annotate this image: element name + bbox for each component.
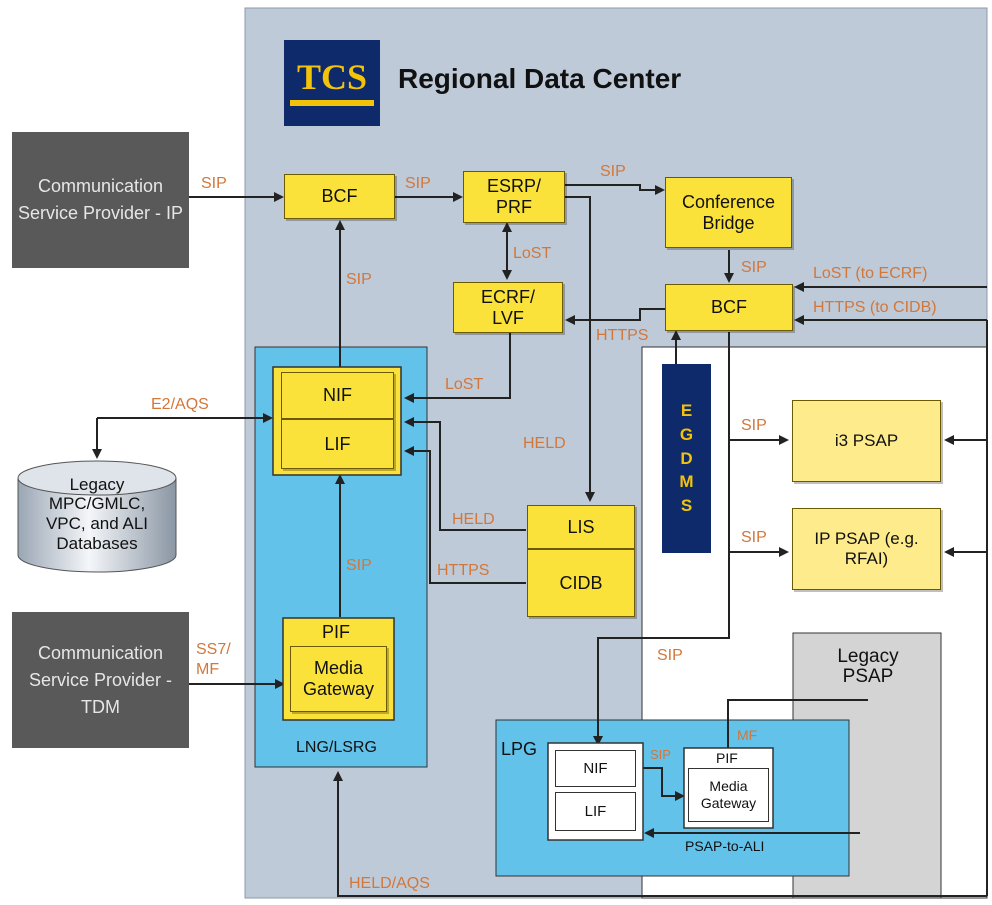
edge-label-sip: SIP: [741, 417, 767, 434]
edge-label-sip: SIP: [741, 259, 767, 276]
egdms-letter: E: [680, 401, 693, 420]
edge-label-lost: LoST: [513, 245, 552, 262]
lng-lsrg-label: LNG/LSRG: [296, 739, 377, 756]
edge-label-sip: SIP: [650, 747, 671, 762]
csp-tdm-box: Communication Service Provider - TDM: [12, 612, 189, 748]
egdms-letter: M: [679, 472, 694, 492]
edge-label-sip: SIP: [346, 271, 372, 288]
pif-label: PIF: [322, 622, 351, 642]
egdms-letter: D: [680, 448, 693, 468]
esrp-prf-box: ESRP/ PRF: [463, 171, 565, 223]
egdms-letter: S: [680, 496, 693, 516]
edge-label-sip: SIP: [201, 175, 227, 192]
bcf-top-box: BCF: [284, 174, 395, 219]
egdms-box: E G D M S: [662, 364, 711, 553]
page-title: Regional Data Center: [398, 63, 682, 94]
conference-bridge-box: Conference Bridge: [665, 177, 792, 248]
egdms-letter: G: [679, 424, 694, 444]
edge-label-sip: SIP: [657, 647, 683, 664]
edge-label-sip: SIP: [405, 175, 431, 192]
edge-label-e2-aqs: E2/AQS: [151, 396, 209, 413]
tcs-logo-text: TCS: [296, 57, 368, 97]
media-gateway-box: Media Gateway: [290, 646, 387, 712]
edge-label-sip: SIP: [741, 529, 767, 546]
legacy-database: Legacy MPC/GMLC, VPC, and ALI Databases: [45, 474, 149, 553]
edge-label-held: HELD: [452, 511, 495, 528]
lif-box: LIF: [281, 419, 394, 469]
edge-label-held: HELD: [523, 435, 566, 452]
legacy-database-cylinder: [17, 460, 177, 573]
edge-label-https: HTTPS: [596, 327, 649, 344]
edge-label-https: HTTPS: [437, 562, 490, 579]
edge-label-lost: LoST: [445, 376, 484, 393]
edge-label-sip: SIP: [600, 163, 626, 180]
edge-label-mf: MF: [737, 727, 758, 743]
bcf-mid-box: BCF: [665, 284, 793, 331]
psap-to-ali-label: PSAP-to-ALI: [685, 838, 765, 854]
lpg-lif-box: LIF: [555, 792, 636, 831]
tcs-logo: TCS: [284, 40, 380, 126]
edge-label-lost-to-ecrf: LoST (to ECRF): [813, 265, 928, 282]
edge-label-sip: SIP: [346, 557, 372, 574]
legacy-psap-label: Legacy PSAP: [837, 646, 899, 687]
edge-label-https-to-cidb: HTTPS (to CIDB): [813, 299, 937, 316]
cidb-box: CIDB: [527, 549, 635, 617]
nif-box: NIF: [281, 372, 394, 419]
edge-label-held-aqs: HELD/AQS: [349, 875, 430, 892]
lpg-media-gateway-box: Media Gateway: [688, 768, 769, 822]
lpg-label: LPG: [501, 739, 538, 759]
lis-box: LIS: [527, 505, 635, 549]
lpg-nif-box: NIF: [555, 750, 636, 787]
i3-psap-box: i3 PSAP: [792, 400, 941, 482]
lpg-pif-label: PIF: [716, 750, 738, 766]
csp-ip-box: Communication Service Provider - IP: [12, 132, 189, 268]
ip-psap-box: IP PSAP (e.g. RFAI): [792, 508, 941, 590]
ecrf-lvf-box: ECRF/ LVF: [453, 282, 563, 333]
edge-label-ss7-mf: SS7/ MF: [196, 641, 231, 678]
